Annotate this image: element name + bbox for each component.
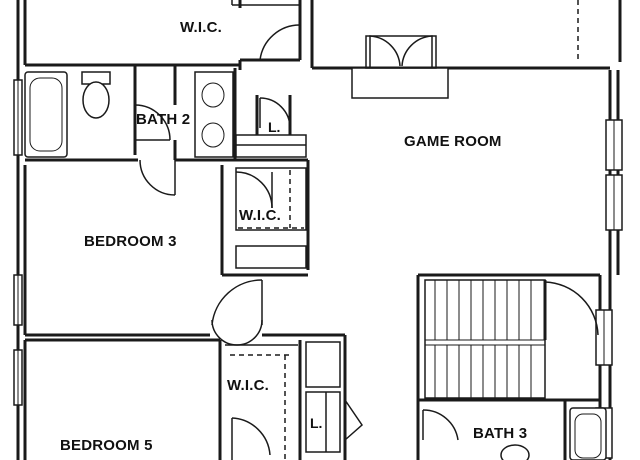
- wic-lower-label: W.I.C.: [227, 377, 269, 394]
- bath-2: [24, 65, 237, 196]
- bath-2-label: BATH 2: [136, 111, 190, 128]
- double-doors: [351, 35, 449, 99]
- room-labels: W.I.C. BATH 2 L. GAME ROOM W.I.C. BEDROO…: [60, 19, 527, 454]
- linen-upper: [235, 95, 307, 158]
- bath-3: [416, 398, 607, 460]
- game-room-label: GAME ROOM: [404, 133, 502, 150]
- top-area: [25, 0, 610, 70]
- bedroom-3-label: BEDROOM 3: [84, 233, 177, 250]
- bedroom-5-label: BEDROOM 5: [60, 437, 153, 454]
- wic-middle: [235, 158, 310, 270]
- linen-upper-label: L.: [268, 119, 280, 135]
- wic-middle-label: W.I.C.: [239, 207, 281, 224]
- wic-top-label: W.I.C.: [180, 19, 222, 36]
- bath-3-label: BATH 3: [473, 425, 527, 442]
- bedroom-3: [23, 165, 345, 346]
- windows: [13, 79, 623, 459]
- lower-closets: [218, 335, 363, 460]
- bedroom-5: [23, 338, 220, 460]
- linen-lower-label: L.: [310, 415, 322, 431]
- stairs: [416, 273, 600, 400]
